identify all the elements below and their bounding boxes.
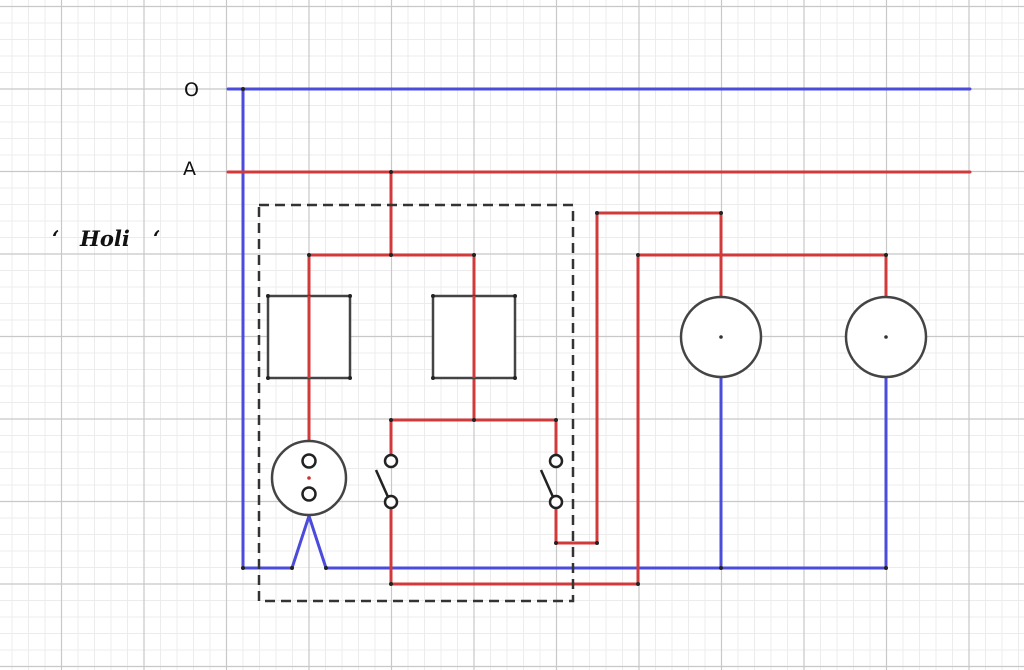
socket-terminal-top — [301, 453, 317, 469]
switch2-terminal-bottom — [548, 494, 564, 510]
lamp1-switched-line — [554, 211, 723, 545]
lamp1-center-dot — [719, 335, 723, 339]
junction-dot — [472, 418, 476, 422]
junction-box-outline — [257, 203, 575, 603]
junction-dot — [290, 566, 294, 570]
junction-dot — [431, 294, 435, 298]
junction-dot — [348, 294, 352, 298]
junction-dot — [389, 170, 393, 174]
switch1-terminal-bottom — [383, 494, 399, 510]
junction-dot — [431, 376, 435, 380]
title-left-quote: ‘ — [52, 226, 59, 251]
switch2-lever — [539, 469, 555, 498]
switch-1 — [374, 453, 399, 510]
junction-dot — [719, 211, 723, 215]
junction-dot — [719, 566, 723, 570]
junction-dot — [241, 87, 245, 91]
junction-dot — [884, 566, 888, 570]
junction-dot — [307, 253, 311, 257]
junction-dot — [636, 253, 640, 257]
junction-dot — [884, 253, 888, 257]
junction-dot — [389, 253, 393, 257]
junction-dots — [241, 87, 888, 586]
switch1-terminal-top — [383, 453, 399, 469]
junction-dot — [554, 418, 558, 422]
junction-dot — [554, 541, 558, 545]
switch2-feed-line — [472, 418, 558, 463]
switch2-terminal-top — [548, 453, 564, 469]
lamp2-center-dot — [884, 335, 888, 339]
components — [266, 294, 928, 517]
junction-dot — [595, 211, 599, 215]
junction-dot — [472, 253, 476, 257]
junction-dot — [636, 582, 640, 586]
junction-dot — [389, 582, 393, 586]
switch1-lever — [374, 469, 390, 498]
diagram-title: Holi — [79, 226, 130, 251]
phase-label: A — [183, 158, 196, 180]
lamp-2 — [844, 295, 928, 379]
junction-dot — [348, 376, 352, 380]
lamp2-switched-line — [389, 253, 888, 586]
junction-dot — [513, 376, 517, 380]
junction-dot — [324, 566, 328, 570]
title-right-quote: ‘ — [153, 226, 160, 251]
junction-dot — [266, 294, 270, 298]
switch-2 — [539, 453, 564, 510]
power-socket — [270, 439, 348, 517]
neutral-label: O — [184, 79, 199, 101]
socket-terminal-bottom — [301, 486, 317, 502]
junction-dot — [595, 541, 599, 545]
socket-center-dot — [307, 476, 311, 480]
junction-dot — [389, 418, 393, 422]
junction-dot — [513, 294, 517, 298]
junction-dot — [241, 566, 245, 570]
lamp-1 — [679, 295, 763, 379]
junction-dot — [266, 376, 270, 380]
